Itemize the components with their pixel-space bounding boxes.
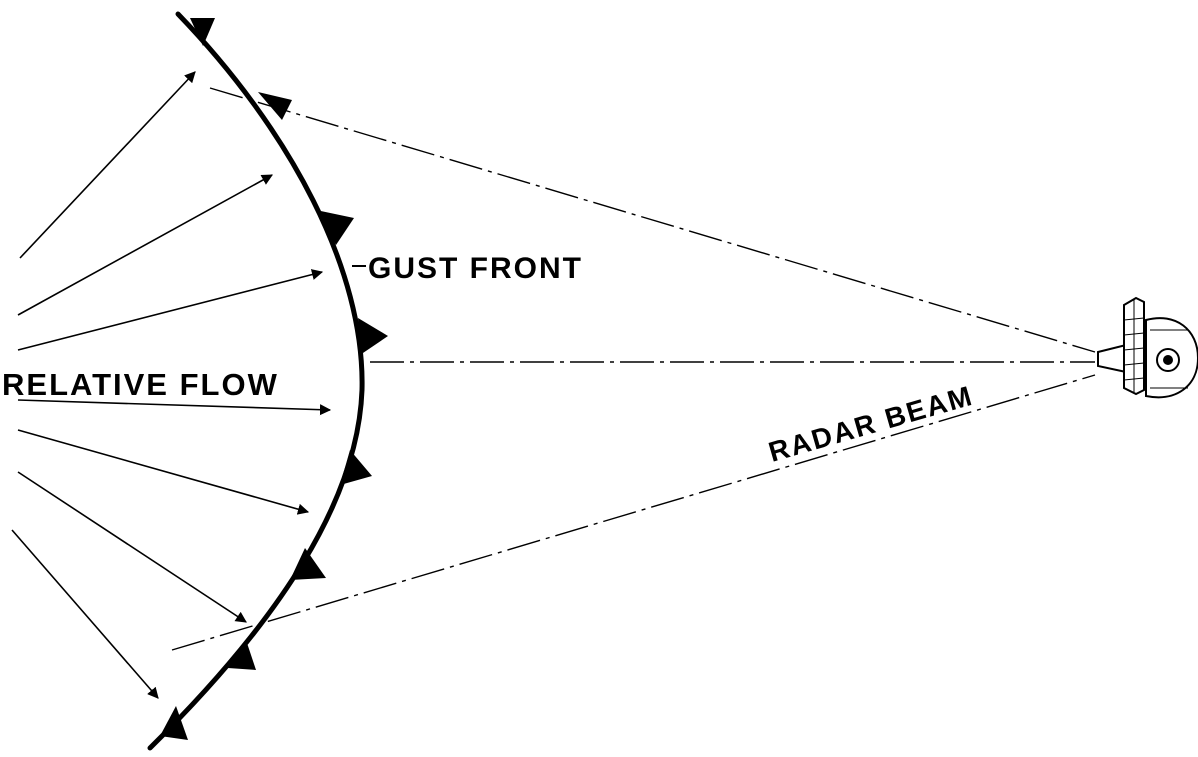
cold-front-triangle-icon — [340, 450, 372, 485]
radar-beam-lower-edge — [172, 375, 1095, 650]
cold-front-triangle-icon — [290, 548, 326, 580]
gust-front-label: GUST FRONT — [368, 252, 583, 285]
relative-flow-label: RELATIVE FLOW — [2, 367, 279, 402]
cold-front-triangle-icon — [358, 318, 388, 355]
flow-arrow — [12, 530, 158, 698]
cold-front-triangle-icon — [316, 210, 354, 245]
radar-beam-label: RADAR BEAM — [765, 380, 977, 468]
radar-antenna-icon — [1098, 298, 1198, 397]
flow-arrow — [18, 472, 246, 622]
radar-feed-horn — [1098, 345, 1126, 372]
flow-arrow — [20, 72, 195, 258]
flow-arrow — [18, 272, 322, 350]
